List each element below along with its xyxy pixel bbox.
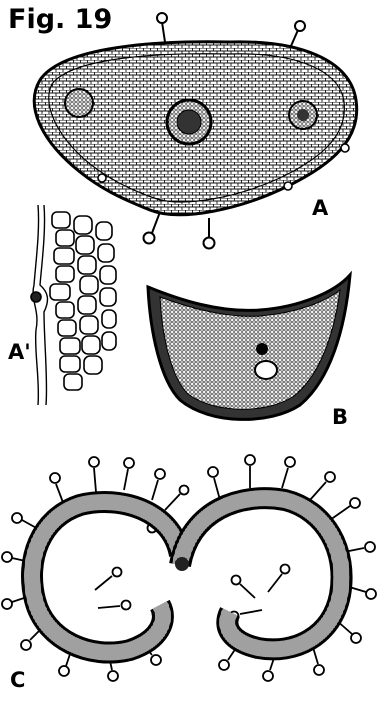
panel-b-section bbox=[148, 275, 350, 419]
panel-c-section bbox=[2, 455, 376, 681]
vascular-bundle bbox=[255, 361, 277, 379]
panel-a-section bbox=[34, 13, 356, 249]
vascular-bundle bbox=[65, 89, 93, 117]
panel-a-prime-detail bbox=[31, 205, 116, 405]
